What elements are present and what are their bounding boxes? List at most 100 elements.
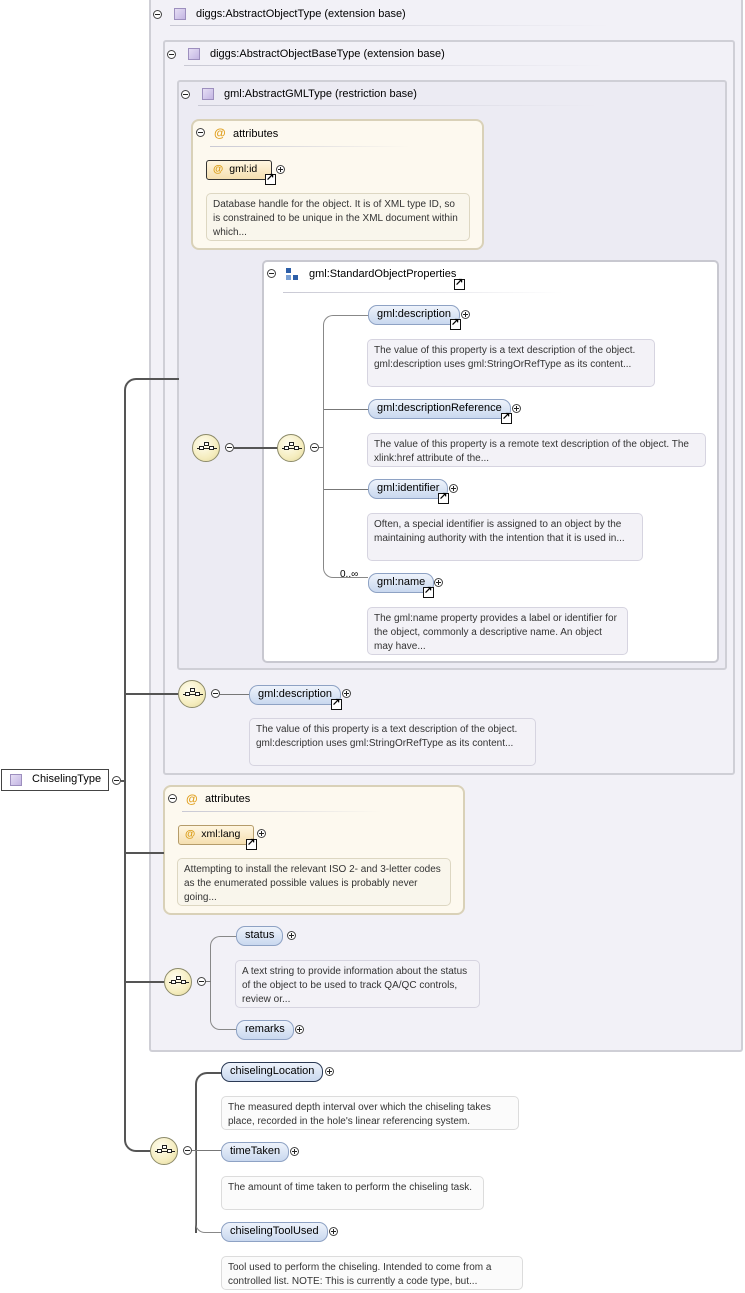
sequence-compositor-icon[interactable]: [277, 434, 305, 462]
xml-lang-attribute[interactable]: @ xml:lang: [178, 825, 254, 845]
gml-description-doc: The value of this property is a text des…: [367, 339, 655, 387]
reference-arrow-icon: [265, 172, 276, 185]
divider: [283, 292, 563, 293]
reference-arrow-icon: [331, 697, 342, 710]
gml-identifier-element[interactable]: gml:identifier: [368, 479, 449, 499]
attribute-icon: @: [213, 163, 224, 175]
reference-arrow-icon: [454, 277, 465, 290]
expand-chiseling-tool-used-button[interactable]: [329, 1227, 338, 1236]
collapse-sequence-button[interactable]: [197, 977, 206, 986]
collapse-abstract-object-button[interactable]: [153, 10, 162, 19]
complex-type-icon: [202, 88, 214, 100]
status-element[interactable]: status: [236, 926, 284, 946]
attribute-name: xml:lang: [201, 828, 241, 840]
sequence-compositor-icon[interactable]: [164, 968, 192, 996]
collapse-abstract-object-base-button[interactable]: [167, 50, 176, 59]
attribute-name: gml:id: [229, 163, 258, 175]
expand-gml-identifier-button[interactable]: [449, 484, 458, 493]
status-doc: A text string to provide information abo…: [235, 960, 480, 1008]
connector: [195, 1150, 222, 1233]
gml-name-doc: The gml:name property provides a label o…: [367, 607, 628, 655]
connector: [324, 489, 368, 490]
attributes-label: attributes: [233, 128, 279, 140]
attributes-label: attributes: [205, 793, 251, 805]
chiseling-tool-used-doc: Tool used to perform the chiseling. Inte…: [221, 1256, 523, 1290]
connector: [121, 780, 126, 782]
complex-type-icon: [174, 8, 186, 20]
connector: [319, 447, 324, 448]
standard-props-title: gml:StandardObjectProperties: [309, 268, 457, 280]
time-taken-element[interactable]: timeTaken: [221, 1142, 290, 1162]
sequence-compositor-icon[interactable]: [150, 1137, 178, 1165]
multiplicity-label: 0..∞: [340, 569, 359, 580]
expand-base-description-button[interactable]: [342, 689, 351, 698]
base-description-element[interactable]: gml:description: [249, 685, 341, 705]
collapse-root-button[interactable]: [112, 776, 121, 785]
reference-arrow-icon: [246, 837, 257, 850]
chiseling-tool-used-element[interactable]: chiselingToolUsed: [221, 1222, 328, 1242]
expand-gml-name-button[interactable]: [434, 578, 443, 587]
abstract-gml-type-title: gml:AbstractGMLType (restriction base): [224, 88, 417, 100]
reference-arrow-icon: [423, 585, 434, 598]
connector: [126, 852, 164, 854]
complex-type-icon: [188, 48, 200, 60]
expand-gml-description-reference-button[interactable]: [512, 404, 521, 413]
collapse-attributes-button[interactable]: [196, 128, 205, 137]
collapse-abstract-gml-button[interactable]: [181, 90, 190, 99]
chiseling-location-element[interactable]: chiselingLocation: [221, 1062, 324, 1082]
connector: [124, 378, 178, 1152]
connector: [206, 981, 211, 982]
collapse-sequence-button[interactable]: [211, 689, 220, 698]
attribute-icon: @: [214, 126, 226, 140]
connector: [126, 693, 178, 695]
expand-remarks-button[interactable]: [295, 1025, 304, 1034]
root-type-node[interactable]: ChiselingType: [1, 769, 109, 791]
chiseling-location-doc: The measured depth interval over which t…: [221, 1096, 519, 1130]
collapse-standard-props-button[interactable]: [267, 269, 276, 278]
gml-id-attribute[interactable]: @ gml:id: [206, 160, 272, 180]
collapse-sequence-button[interactable]: [225, 443, 234, 452]
collapse-attributes-button[interactable]: [168, 794, 177, 803]
gml-identifier-doc: Often, a special identifier is assigned …: [367, 513, 643, 561]
divider: [210, 146, 410, 147]
expand-status-button[interactable]: [287, 931, 296, 940]
gml-id-doc: Database handle for the object. It is of…: [206, 193, 470, 241]
divider: [182, 811, 382, 812]
abstract-object-base-type-title: diggs:AbstractObjectBaseType (extension …: [210, 48, 445, 60]
expand-gml-description-button[interactable]: [461, 310, 470, 319]
connector: [210, 936, 237, 1030]
connector: [220, 694, 250, 695]
time-taken-doc: The amount of time taken to perform the …: [221, 1176, 484, 1210]
root-type-name: ChiselingType: [32, 773, 102, 785]
connector: [126, 981, 164, 983]
reference-arrow-icon: [450, 317, 461, 330]
gml-description-reference-doc: The value of this property is a remote t…: [367, 433, 706, 467]
reference-arrow-icon: [501, 411, 512, 424]
sequence-compositor-icon[interactable]: [178, 680, 206, 708]
abstract-object-type-title: diggs:AbstractObjectType (extension base…: [196, 8, 406, 20]
gml-name-element[interactable]: gml:name: [368, 573, 435, 593]
divider: [184, 65, 604, 66]
divider: [170, 25, 610, 26]
sequence-compositor-icon[interactable]: [192, 434, 220, 462]
xml-lang-doc: Attempting to install the relevant ISO 2…: [177, 858, 451, 906]
base-description-doc: The value of this property is a text des…: [249, 718, 536, 766]
complex-type-icon: [10, 774, 22, 786]
expand-chiseling-location-button[interactable]: [325, 1067, 334, 1076]
connector: [324, 409, 368, 410]
group-icon: [286, 268, 300, 282]
collapse-sequence-button[interactable]: [310, 443, 319, 452]
remarks-element[interactable]: remarks: [236, 1020, 294, 1040]
expand-gml-id-button[interactable]: [276, 165, 285, 174]
expand-xml-lang-button[interactable]: [257, 829, 266, 838]
collapse-sequence-button[interactable]: [183, 1146, 192, 1155]
attribute-icon: @: [185, 828, 196, 840]
expand-time-taken-button[interactable]: [290, 1147, 299, 1156]
gml-description-reference-element[interactable]: gml:descriptionReference: [368, 399, 511, 419]
connector: [192, 1150, 222, 1151]
connector: [323, 315, 368, 578]
reference-arrow-icon: [438, 491, 449, 504]
gml-description-element[interactable]: gml:description: [368, 305, 460, 325]
connector: [178, 378, 179, 380]
attribute-icon: @: [186, 792, 198, 806]
